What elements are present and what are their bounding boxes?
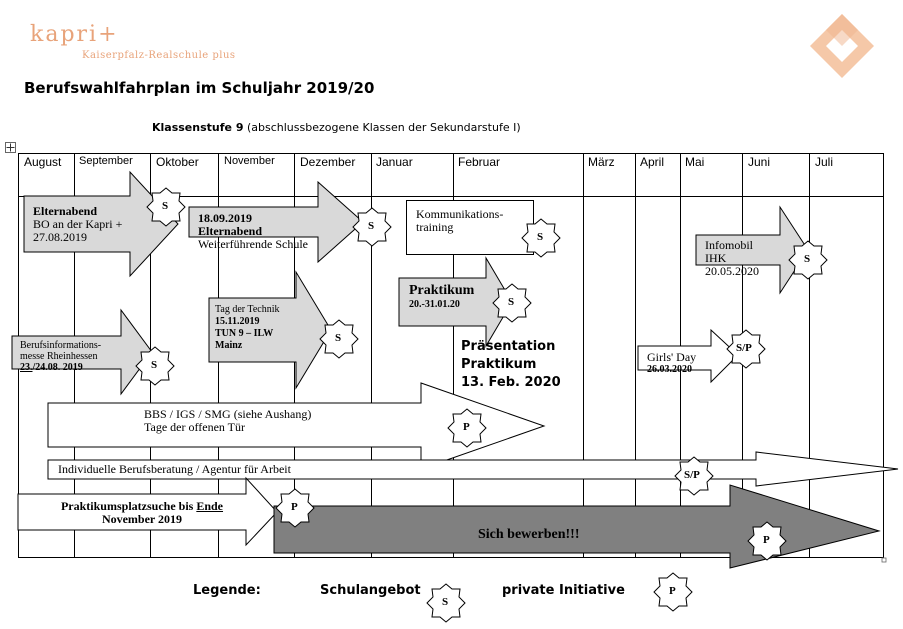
elternabend-bo-title: Elternabend — [33, 204, 98, 218]
subtitle-class-level: Klassenstufe 9 — [152, 121, 244, 134]
event-bewerben: Sich bewerben!!! — [478, 527, 580, 542]
technik-date: 15.11.2019 — [215, 316, 260, 327]
marker-label-bo: S — [162, 200, 169, 212]
month-may: Mai — [685, 155, 705, 169]
month-april: April — [640, 155, 665, 169]
event-beratung: Individuelle Berufsberatung / Agentur fü… — [58, 463, 291, 476]
marker-label-technik: S — [335, 332, 342, 344]
elternabend-bo-date: 27.08.2019 — [33, 230, 87, 244]
bbs-title: BBS / IGS / SMG (siehe Aushang) — [144, 407, 312, 421]
arrow-girls-day — [637, 328, 739, 384]
arrow-bbs — [47, 382, 546, 470]
page-title: Berufswahlfahrplan im Schuljahr 2019/20 — [24, 79, 375, 97]
kommunikation-line2: training — [416, 220, 454, 234]
praesentation-title: Präsentation — [461, 339, 556, 354]
logo-name: kapri+ — [30, 22, 119, 47]
arrow-berufsinfo — [11, 308, 153, 396]
event-infomobil: Infomobil IHK 20.05.2020 — [705, 239, 759, 278]
legend-private-label: private Initiative — [502, 583, 625, 598]
legend-label: Legende: — [193, 583, 261, 598]
praesentation-subtitle: Praktikum — [461, 357, 537, 372]
berufsinfo-line1: Berufsinformations- — [20, 340, 102, 351]
marker-label-praktikum: S — [508, 296, 515, 308]
arrow-elternabend-bo — [23, 170, 179, 278]
marker-label-wf: S — [368, 220, 375, 232]
month-november: November — [224, 155, 275, 167]
logo-diamond-icon — [810, 14, 874, 78]
arrow-praktikum — [398, 256, 513, 348]
month-june: Juni — [748, 155, 771, 169]
praktikum-date: 20.-31.01.20 — [409, 299, 460, 310]
arrow-bewerben — [273, 484, 881, 569]
infomobil-date: 20.05.2020 — [705, 264, 759, 278]
event-elternabend-wf: 18.09.2019 Elternabend Weiterführende Sc… — [198, 212, 308, 251]
event-platzsuche: Praktikumsplatzsuche bis Ende November 2… — [42, 500, 242, 526]
elternabend-wf-desc: Weiterführende Schule — [198, 237, 308, 251]
kommunikation-line1: Kommunikations- — [416, 207, 504, 221]
berufsinfo-date-start: 23. — [20, 362, 33, 373]
infomobil-title: Infomobil — [705, 238, 753, 252]
berufsinfo-date-end: /24.08. 2019 — [32, 362, 83, 373]
legend-school-marker: S — [442, 596, 449, 608]
logo-subtitle: Kaiserpfalz-Realschule plus — [82, 50, 236, 61]
arrow-technik — [208, 270, 332, 390]
arrow-elternabend-wf — [188, 180, 364, 264]
marker-label-girls-day: S/P — [736, 342, 752, 354]
elternabend-wf-title: Elternabend — [198, 224, 263, 238]
beratung-title: Individuelle Berufsberatung / Agentur fü… — [58, 462, 291, 476]
platzsuche-deadline: Ende — [196, 499, 224, 513]
bbs-desc: Tage der offenen Tür — [144, 420, 246, 434]
month-september: September — [79, 155, 133, 167]
arrow-platzsuche — [17, 476, 278, 547]
event-elternabend-bo: Elternabend BO an der Kapri + 27.08.2019 — [33, 205, 122, 244]
marker-label-platzsuche: P — [291, 501, 298, 513]
berufsinfo-line2: messe Rheinhessen — [20, 351, 98, 362]
event-berufsinfo: Berufsinformations- messe Rheinhessen 23… — [20, 340, 101, 373]
platzsuche-text: Praktikumsplatzsuche bis — [60, 499, 197, 513]
girls-day-title: Girls' Day — [647, 350, 697, 364]
marker-label-kommunikation: S — [537, 231, 544, 243]
elternabend-wf-date: 18.09.2019 — [198, 211, 252, 225]
infomobil-org: IHK — [705, 251, 727, 265]
month-header-row: August September Oktober November Dezemb… — [18, 153, 884, 175]
girls-day-date: 26.03.2020 — [647, 364, 692, 375]
month-march: März — [588, 155, 615, 169]
platzsuche-month: November 2019 — [101, 512, 183, 526]
subtitle-description: (abschlussbezogene Klassen der Sekundars… — [246, 121, 521, 134]
month-july: Juli — [815, 155, 834, 169]
event-praktikum: Praktikum 20.-31.01.20 — [409, 283, 474, 310]
event-bbs: BBS / IGS / SMG (siehe Aushang) Tage der… — [144, 408, 311, 434]
event-praesentation: Präsentation Praktikum 13. Feb. 2020 — [461, 338, 561, 392]
marker-label-berufsinfo: S — [151, 359, 158, 371]
marker-label-beratung: S/P — [684, 469, 700, 481]
event-kommunikation: Kommunikations- training — [416, 208, 503, 234]
technik-program: TUN 9 – ILW — [215, 328, 274, 339]
month-december: Dezember — [300, 155, 356, 169]
month-august: August — [24, 155, 62, 169]
table-move-handle-icon[interactable] — [5, 142, 16, 153]
month-february: Februar — [458, 155, 501, 169]
month-october: Oktober — [156, 155, 199, 169]
marker-label-infomobil: S — [804, 253, 811, 265]
praktikum-title: Praktikum — [409, 283, 475, 298]
technik-title: Tag der Technik — [215, 304, 280, 315]
praesentation-date: 13. Feb. 2020 — [461, 375, 561, 390]
technik-place: Mainz — [215, 340, 243, 351]
page-subtitle: Klassenstufe 9 (abschlussbezogene Klasse… — [152, 121, 521, 134]
legend-school-label: Schulangebot — [320, 583, 421, 598]
event-technik: Tag der Technik 15.11.2019 TUN 9 – ILW M… — [215, 304, 280, 352]
month-january: Januar — [376, 155, 413, 169]
marker-label-bbs: P — [463, 421, 470, 433]
legend-private-marker: P — [669, 585, 676, 597]
elternabend-bo-desc: BO an der Kapri + — [33, 217, 123, 231]
event-girls-day: Girls' Day 26.03.2020 — [647, 350, 697, 376]
marker-label-bewerben: P — [763, 534, 770, 546]
